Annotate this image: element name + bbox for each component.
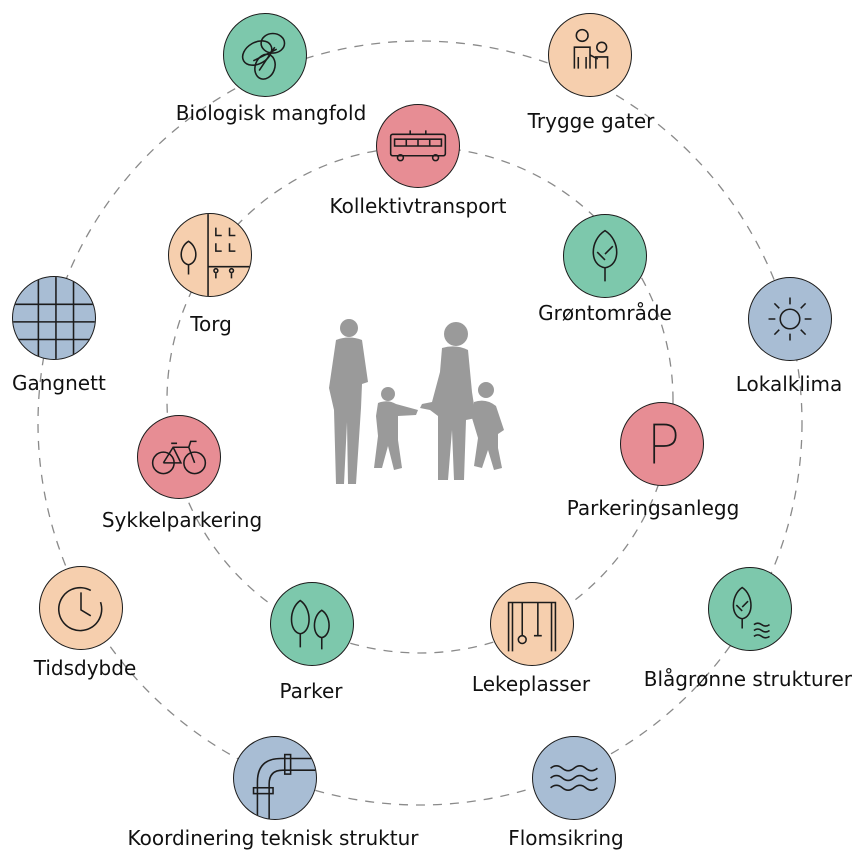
label-gangnett: Gangnett bbox=[12, 371, 106, 395]
swing-icon bbox=[507, 601, 557, 652]
label-parker: Parker bbox=[279, 679, 343, 703]
label-sykkelparkering: Sykkelparkering bbox=[101, 508, 263, 532]
family-silhouette-icon bbox=[329, 319, 504, 484]
node-gangnett[interactable] bbox=[12, 276, 96, 360]
node-parker[interactable] bbox=[270, 582, 354, 666]
label-kollektivtransport: Kollektivtransport bbox=[329, 194, 507, 218]
node-torg[interactable] bbox=[168, 213, 252, 297]
clock-icon bbox=[58, 586, 103, 632]
node-grontomrade[interactable] bbox=[563, 214, 647, 298]
node-lokalklima[interactable] bbox=[748, 277, 832, 361]
label-grontomrade: Grøntområde bbox=[538, 301, 672, 325]
node-koordinering-teknisk-struktur[interactable] bbox=[233, 736, 317, 820]
tree-water-icon bbox=[732, 586, 770, 639]
parking-icon bbox=[653, 423, 677, 464]
node-parkeringsanlegg[interactable] bbox=[620, 402, 704, 486]
label-flomsikring: Flomsikring bbox=[508, 826, 624, 850]
node-lekeplasser[interactable] bbox=[490, 582, 574, 666]
node-sykkelparkering[interactable] bbox=[137, 415, 221, 499]
bus-icon bbox=[389, 130, 447, 162]
square-buildings-icon bbox=[180, 214, 251, 296]
waves-icon bbox=[550, 765, 598, 791]
label-trygge-gater: Trygge gater bbox=[527, 109, 655, 133]
label-lekeplasser: Lekeplasser bbox=[471, 672, 591, 696]
tree-icon bbox=[592, 229, 618, 282]
node-biologisk-mangfold[interactable] bbox=[223, 13, 307, 97]
node-tidsdybde[interactable] bbox=[39, 566, 123, 650]
label-torg: Torg bbox=[190, 312, 232, 336]
label-koordinering-teknisk-struktur: Koordinering teknisk struktur bbox=[127, 826, 419, 850]
grid-icon bbox=[13, 277, 95, 359]
label-tidsdybde: Tidsdybde bbox=[33, 656, 137, 680]
adult-child-icon bbox=[573, 28, 609, 69]
sun-icon bbox=[768, 297, 812, 341]
label-lokalklima: Lokalklima bbox=[735, 372, 843, 396]
butterfly-icon bbox=[241, 32, 286, 80]
label-parkeringsanlegg: Parkeringsanlegg bbox=[566, 496, 740, 520]
node-trygge-gater[interactable] bbox=[548, 13, 632, 97]
bicycle-icon bbox=[151, 440, 207, 475]
node-kollektivtransport[interactable] bbox=[376, 104, 460, 188]
outer-ring bbox=[37, 40, 803, 806]
node-blagronne-strukturer[interactable] bbox=[708, 567, 792, 651]
trees-icon bbox=[290, 599, 330, 650]
node-flomsikring[interactable] bbox=[532, 736, 616, 820]
pipe-icon bbox=[252, 753, 316, 819]
label-biologisk-mangfold: Biologisk mangfold bbox=[175, 101, 367, 125]
label-blagronne-strukturer: Blågrønne strukturer bbox=[643, 667, 852, 691]
